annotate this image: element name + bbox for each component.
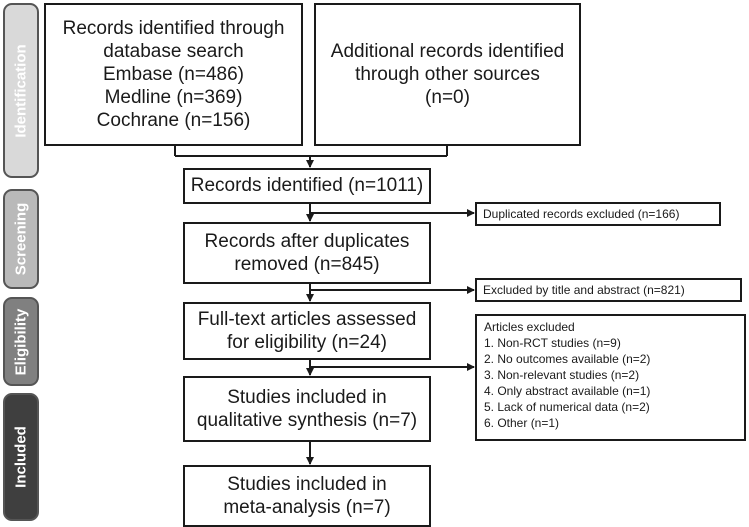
other-sources-text: Additional records identified through ot… — [330, 40, 565, 109]
exclusion-reason: 5. Lack of numerical data (n=2) — [484, 400, 650, 414]
other-sources-box: Additional records identified through ot… — [314, 3, 581, 146]
full-text-box: Full-text articles assessed for eligibil… — [183, 302, 431, 360]
duplicates-excluded-box: Duplicated records excluded (n=166) — [475, 202, 721, 226]
duplicates-excluded-text: Duplicated records excluded (n=166) — [483, 207, 680, 221]
database-search-box: Records identified through database sear… — [44, 3, 303, 146]
after-duplicates-text: Records after duplicates removed (n=845) — [204, 230, 410, 275]
title-abstract-excluded-box: Excluded by title and abstract (n=821) — [475, 278, 742, 302]
articles-excluded-title: Articles excluded — [484, 320, 575, 334]
exclusion-reason: 2. No outcomes available (n=2) — [484, 352, 651, 366]
meta-analysis-box: Studies included in meta-analysis (n=7) — [183, 465, 431, 527]
records-identified-text: Records identified (n=1011) — [190, 175, 424, 197]
phase-included: Included — [3, 393, 39, 521]
articles-excluded-box: Articles excluded 1. Non-RCT studies (n=… — [475, 314, 746, 441]
phase-identification: Identification — [3, 3, 39, 178]
exclusion-reason: 1. Non-RCT studies (n=9) — [484, 336, 621, 350]
records-identified-box: Records identified (n=1011) — [183, 168, 431, 204]
phase-eligibility: Eligibility — [3, 297, 39, 386]
meta-analysis-text: Studies included in meta-analysis (n=7) — [223, 473, 391, 518]
after-duplicates-box: Records after duplicates removed (n=845) — [183, 222, 431, 284]
qualitative-synthesis-text: Studies included in qualitative synthesi… — [196, 386, 418, 431]
articles-excluded-list: 1. Non-RCT studies (n=9) 2. No outcomes … — [484, 335, 744, 431]
phase-screening: Screening — [3, 189, 39, 289]
qualitative-synthesis-box: Studies included in qualitative synthesi… — [183, 376, 431, 442]
database-search-text: Records identified through database sear… — [62, 17, 285, 132]
exclusion-reason: 3. Non-relevant studies (n=2) — [484, 368, 640, 382]
exclusion-reason: 6. Other (n=1) — [484, 416, 560, 430]
exclusion-reason: 4. Only abstract available (n=1) — [484, 384, 651, 398]
full-text-text: Full-text articles assessed for eligibil… — [197, 308, 417, 353]
title-abstract-excluded-text: Excluded by title and abstract (n=821) — [483, 283, 685, 297]
